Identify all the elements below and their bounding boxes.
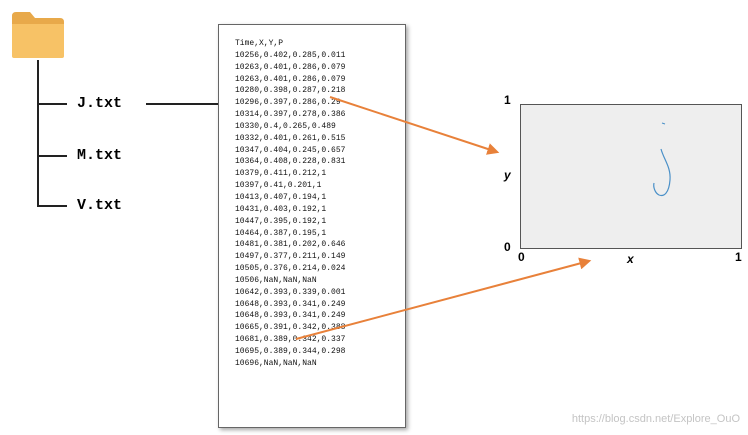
csv-data-line: 10379,0.411,0.212,1 <box>235 169 327 179</box>
csv-data-line: 10648,0.393,0.341,0.249 <box>235 299 346 309</box>
csv-data-line: 10481,0.381,0.202,0.646 <box>235 240 346 250</box>
csv-data-line: 10497,0.377,0.211,0.149 <box>235 252 346 262</box>
csv-data-line: 10364,0.408,0.228,0.831 <box>235 157 346 167</box>
csv-data-line: 10256,0.402,0.285,0.011 <box>235 50 346 60</box>
csv-data-line: 10464,0.387,0.195,1 <box>235 228 327 238</box>
j-to-panel-line <box>146 103 218 105</box>
arrow-upper <box>329 96 500 155</box>
csv-data-line: 10431,0.403,0.192,1 <box>235 204 327 214</box>
csv-data-line: 10642,0.393,0.339,0.001 <box>235 287 346 297</box>
watermark: https://blog.csdn.net/Explore_OuO <box>571 413 740 425</box>
x-axis-label: x <box>627 252 634 266</box>
csv-data-line: 10648,0.393,0.341,0.249 <box>235 311 346 321</box>
csv-data-line: 10681,0.389,0.342,0.337 <box>235 335 346 345</box>
csv-data-line: 10506,NaN,NaN,NaN <box>235 275 317 285</box>
csv-data-line: 10347,0.404,0.245,0.657 <box>235 145 346 155</box>
folder-icon <box>12 12 64 58</box>
csv-data-line: 10665,0.391,0.342,0.388 <box>235 323 346 333</box>
csv-lines: Time,X,Y,P 10256,0.402,0.285,0.011 10263,0… <box>235 38 345 370</box>
csv-data-line: 10413,0.407,0.194,1 <box>235 192 327 202</box>
csv-data-line: 10695,0.389,0.344,0.298 <box>235 346 346 356</box>
file-label-j: J.txt <box>77 95 123 112</box>
csv-data-line: 10696,NaN,NaN,NaN <box>235 358 317 368</box>
csv-file-panel: Time,X,Y,P 10256,0.402,0.285,0.011 10263,0… <box>218 24 406 428</box>
csv-data-line: 10263,0.401,0.286,0.079 <box>235 62 346 72</box>
tree-vertical-line <box>37 60 39 206</box>
y-max-tick: 1 <box>504 93 511 107</box>
stroke-plot <box>653 122 671 197</box>
csv-data-line: 10332,0.401,0.261,0.515 <box>235 133 346 143</box>
csv-header-line: Time,X,Y,P <box>235 39 284 48</box>
csv-data-line: 10280,0.398,0.287,0.218 <box>235 86 346 96</box>
csv-data-line: 10447,0.395,0.192,1 <box>235 216 327 226</box>
handwriting-dot <box>661 122 666 125</box>
tree-branch-m <box>37 155 67 157</box>
y-axis-label: y <box>504 168 511 182</box>
x-min-tick: 0 <box>518 250 525 264</box>
csv-data-line: 10296,0.397,0.286,0.29 <box>235 98 341 108</box>
handwriting-stroke <box>653 148 671 197</box>
csv-data-line: 10397,0.41,0.201,1 <box>235 181 322 191</box>
arrow-lower <box>295 257 592 340</box>
csv-data-line: 10330,0.4,0.265,0.489 <box>235 121 336 131</box>
csv-data-line: 10263,0.401,0.286,0.079 <box>235 74 346 84</box>
plot-area <box>520 104 742 249</box>
csv-data-line: 10314,0.397,0.278,0.386 <box>235 110 346 120</box>
tree-branch-v <box>37 205 67 207</box>
file-label-m: M.txt <box>77 147 123 164</box>
y-min-tick: 0 <box>504 240 511 254</box>
csv-data-line: 10505,0.376,0.214,0.024 <box>235 264 346 274</box>
file-label-v: V.txt <box>77 197 123 214</box>
tree-branch-j <box>37 103 67 105</box>
x-max-tick: 1 <box>735 250 742 264</box>
